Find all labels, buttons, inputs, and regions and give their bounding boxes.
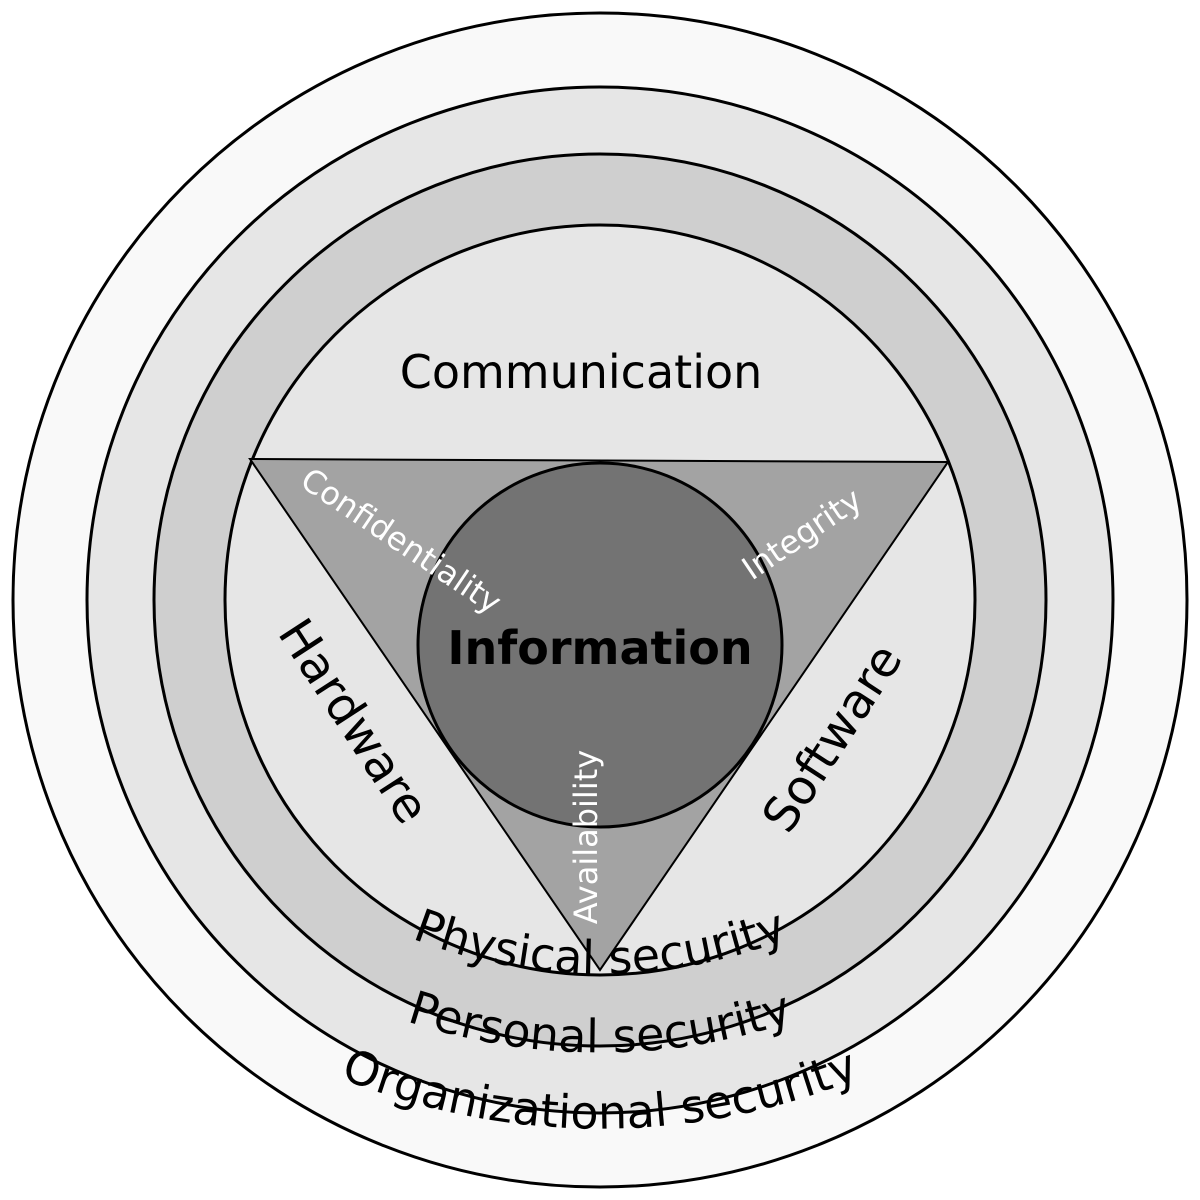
communication-label: Communication xyxy=(400,345,763,399)
information-core xyxy=(416,461,784,829)
information-label: Information xyxy=(447,621,752,675)
availability-label: Availability xyxy=(567,750,605,924)
